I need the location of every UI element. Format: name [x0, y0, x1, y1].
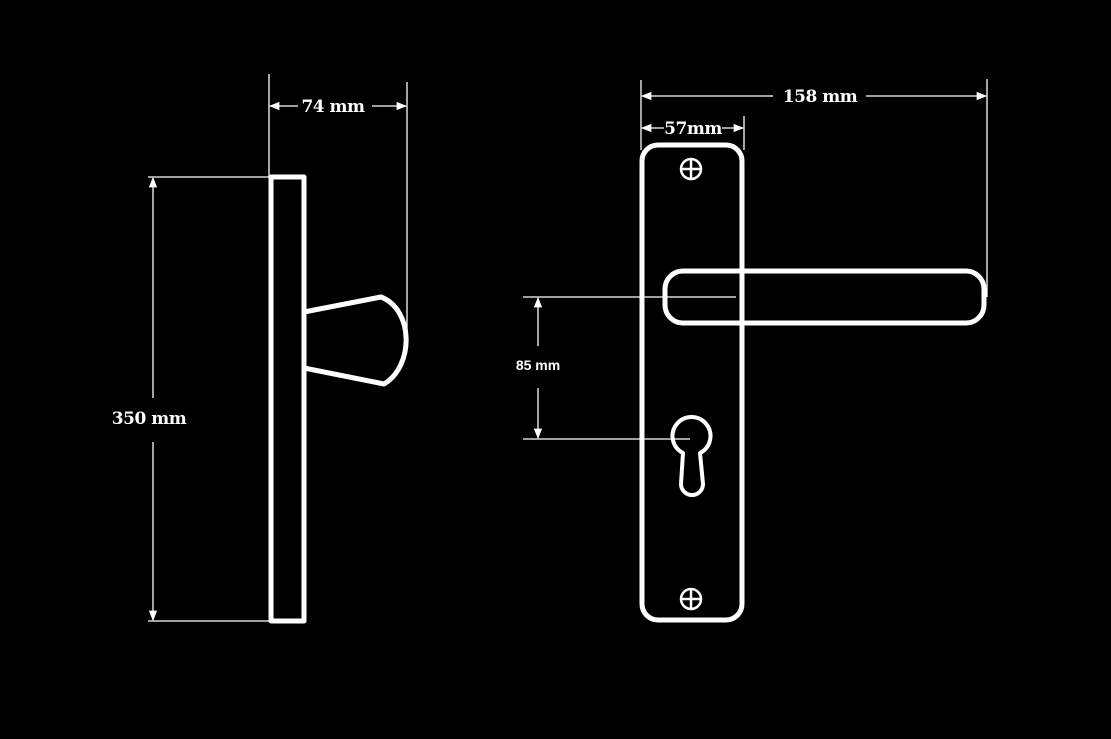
dimension-label-center-distance: 85 mm [516, 357, 560, 373]
screw-bottom-icon [679, 587, 703, 611]
dimension-total-width: 158 mm [640, 79, 988, 297]
dimension-plate-width: 57mm [640, 116, 745, 150]
dimension-center-distance: 85 mm [516, 296, 736, 440]
front-view [639, 142, 987, 623]
dimension-side-height: 350 mm [112, 176, 270, 622]
keyhole-icon [670, 415, 713, 497]
side-view-lever [301, 294, 409, 387]
dimension-label-side-height: 350 mm [112, 409, 187, 429]
dimension-label-plate-width: 57mm [664, 119, 722, 139]
front-view-backplate [639, 142, 745, 623]
side-view-backplate [268, 174, 307, 624]
side-view [268, 174, 409, 624]
dimension-label-side-depth: 74 mm [301, 97, 365, 117]
screw-top-icon [679, 157, 703, 181]
dimension-label-total-width: 158 mm [783, 87, 858, 107]
dimension-side-depth: 74 mm [268, 74, 408, 335]
